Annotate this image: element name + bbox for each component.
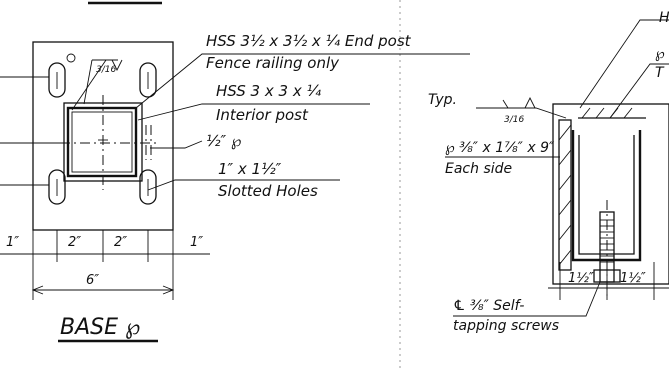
label-screws: ℄ ⅜″ Self- xyxy=(453,298,524,314)
hss-interior-post-inner xyxy=(71,111,133,173)
weld-arrow xyxy=(502,99,509,109)
dim-left-edge: 1″ xyxy=(6,235,19,250)
post-section-view: 1½″ 1½″ Typ. 3/16 H ℘ T ℘ ⅜″ x 1⅞″ x 9″ … xyxy=(428,10,669,334)
label-side-plate: ℘ ⅜″ x 1⅞″ x 9″ xyxy=(445,140,555,156)
inner-channel-inner xyxy=(578,135,635,255)
fillet-weld-icon xyxy=(524,96,536,109)
dim-right-edge: 1″ xyxy=(190,235,203,250)
top-plate-hatch xyxy=(581,107,633,119)
base-plate-plan: 3/16 1″ 2″ 2″ 1″ 6″ HSS 3½ x 3½ x ¼ End … xyxy=(0,32,470,343)
label-fence-railing: Fence railing only xyxy=(206,54,340,72)
dim-center-right: 2″ xyxy=(114,235,127,250)
label-interior-post: Interior post xyxy=(216,106,309,124)
leader-screws xyxy=(453,281,601,317)
label-each-side: Each side xyxy=(445,161,512,177)
arrowhead xyxy=(162,285,175,295)
label-hss-end-post: HSS 3½ x 3½ x ¼ End post xyxy=(206,32,412,50)
slotted-hole xyxy=(48,169,66,205)
dim-section-right: 1½″ xyxy=(620,271,646,286)
leader-typ-weld xyxy=(476,107,567,119)
weld-circle-icon xyxy=(66,53,76,63)
base-plate-title: BASE ℘ xyxy=(60,315,140,340)
leader-top-h xyxy=(579,19,669,109)
leader-top-plate xyxy=(609,63,669,119)
label-top-t: T xyxy=(655,65,665,81)
section-weld-size: 3/16 xyxy=(504,115,524,125)
fillet-weld-icon xyxy=(111,59,123,72)
hss-interior-post-outer xyxy=(66,106,138,178)
label-slotted-holes: Slotted Holes xyxy=(218,182,318,200)
slotted-hole xyxy=(139,62,157,98)
label-plate-thickness: ½″ ℘ xyxy=(206,132,241,150)
leader xyxy=(71,59,107,111)
arrowhead xyxy=(31,285,44,295)
weld-leader xyxy=(83,59,93,105)
slotted-hole xyxy=(48,62,66,98)
label-hss-interior: HSS 3 x 3 x ¼ xyxy=(216,82,321,100)
dim-center-left: 2″ xyxy=(68,235,81,250)
leader-hss-end xyxy=(135,53,470,109)
wall-hatch xyxy=(558,124,572,266)
label-top-plate: ℘ xyxy=(655,46,665,62)
section-outline xyxy=(552,103,669,285)
dim-overall: 6″ xyxy=(86,273,99,288)
leader-plate xyxy=(150,140,203,149)
leader-hss-interior xyxy=(137,103,370,121)
leader-slots xyxy=(147,179,340,191)
label-typ: Typ. xyxy=(428,92,457,108)
label-top-h: H xyxy=(659,10,669,26)
left-wall xyxy=(558,119,572,271)
dim-section-left: 1½″ xyxy=(568,271,594,286)
label-slot-size: 1″ x 1½″ xyxy=(218,160,282,178)
weld-size-label: 3/16 xyxy=(96,65,116,75)
label-screws-2: tapping screws xyxy=(453,318,559,334)
